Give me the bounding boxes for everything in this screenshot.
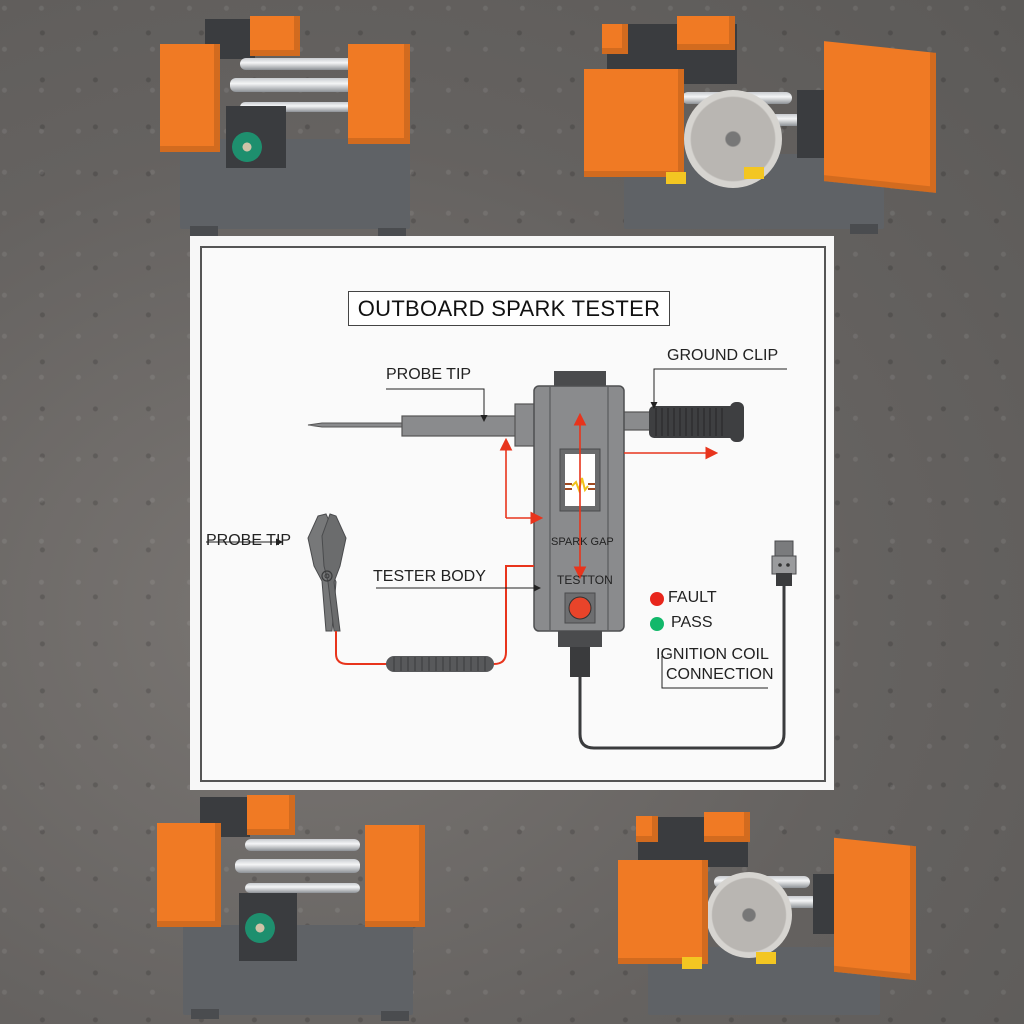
label-probe-tip-top: PROBE TIP — [386, 366, 472, 383]
label-tester-body: TESTER BODY — [373, 568, 486, 585]
fault-indicator — [650, 592, 664, 606]
pass-indicator — [650, 617, 664, 631]
coiled-cable — [386, 656, 494, 672]
label-pass: PASS — [671, 614, 713, 631]
roller-machine-bottom-left — [155, 795, 425, 1021]
saw-machine-bottom-right — [618, 812, 918, 1022]
spark-tester-diagram: OUTBOARD SPARK TESTER PROBE TIP GROUND C… — [190, 236, 834, 790]
diagram-drawing — [206, 368, 797, 750]
diagram-frame — [200, 246, 826, 782]
ground-clip-handle — [621, 402, 744, 442]
roller-machine-top-left — [160, 14, 420, 238]
label-test-button: TESTTON — [557, 573, 613, 587]
probe-tip-needle — [307, 403, 538, 447]
label-ignition-coil: IGNITION COIL — [656, 646, 769, 663]
leader-lines — [206, 368, 787, 689]
diagram-title: OUTBOARD SPARK TESTER — [348, 291, 670, 326]
label-fault: FAULT — [668, 589, 717, 606]
test-button-graphic — [564, 592, 596, 624]
ignition-coil-cable — [578, 540, 797, 750]
alligator-clip — [307, 513, 347, 632]
label-connection: CONNECTION — [666, 666, 774, 683]
tester-body-housing — [533, 371, 625, 677]
saw-machine-top-right — [582, 14, 942, 234]
label-probe-tip-left: PROBE TIP — [206, 532, 292, 549]
label-ground-clip: GROUND CLIP — [667, 347, 779, 364]
label-spark-gap: SPARK GAP — [551, 536, 614, 548]
